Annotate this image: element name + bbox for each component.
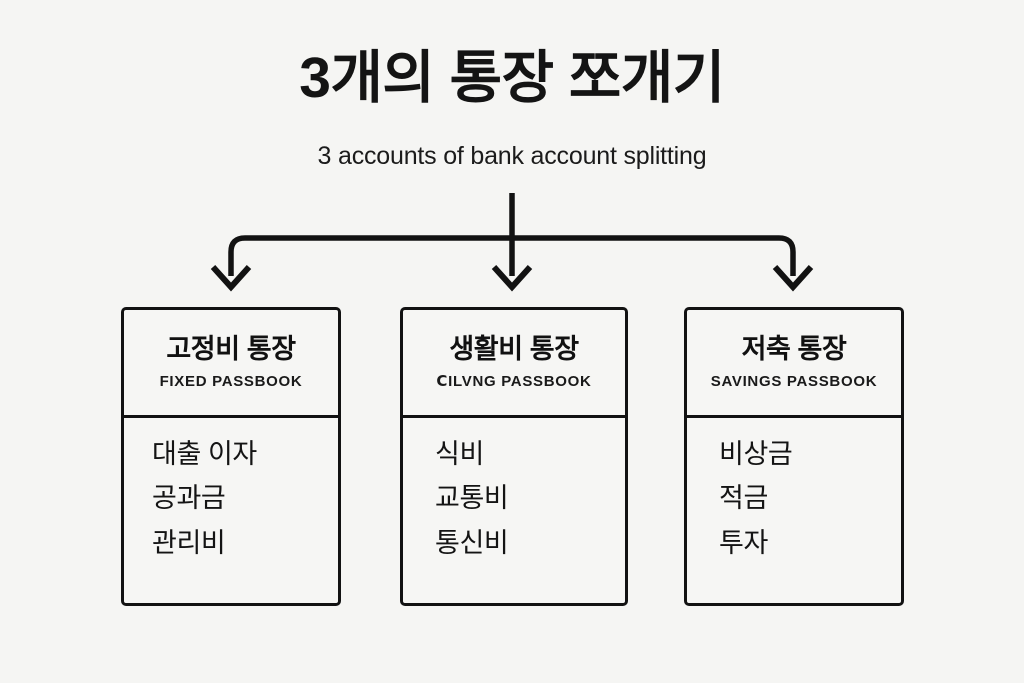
account-item-list: 식비 교통비 통신비 xyxy=(403,418,625,603)
account-title-ko: 고정비 통장 xyxy=(166,333,296,364)
account-box-header: 생활비 통장 ⅭILVNG PASSBOOK xyxy=(403,310,625,418)
list-item: 적금 xyxy=(719,483,768,514)
list-item: 대출 이자 xyxy=(152,439,257,469)
account-item-list: 비상금 적금 투자 xyxy=(687,418,901,603)
list-item: 식비 xyxy=(435,439,484,469)
account-box-savings: 저축 통장 SAVINGS PASSBOOK 비상금 적금 투자 xyxy=(684,307,904,606)
arrowhead-center-icon xyxy=(491,264,533,292)
account-title-ko: 생활비 통장 xyxy=(449,333,579,364)
account-box-header: 고정비 통장 FIXED PASSBOOK xyxy=(124,310,338,418)
list-item: 투자 xyxy=(719,527,768,558)
account-title-en: SAVINGS PASSBOOK xyxy=(710,372,878,390)
page-subtitle: 3 accounts of bank account splitting xyxy=(317,142,707,170)
account-box-header: 저축 통장 SAVINGS PASSBOOK xyxy=(687,310,901,418)
account-title-en: FIXED PASSBOOK xyxy=(159,372,303,390)
connector-bus-line xyxy=(228,235,796,276)
list-item: 관리비 xyxy=(152,527,226,558)
list-item: 통신비 xyxy=(435,527,509,558)
arrowhead-left-icon xyxy=(210,264,252,292)
list-item: 교통비 xyxy=(435,483,509,514)
arrowhead-right-icon xyxy=(772,264,814,292)
account-title-ko: 저축 통장 xyxy=(741,333,847,364)
account-box-living: 생활비 통장 ⅭILVNG PASSBOOK 식비 교통비 통신비 xyxy=(400,307,628,606)
account-box-fixed: 고정비 통장 FIXED PASSBOOK 대출 이자 공과금 관리비 xyxy=(121,307,341,606)
account-title-en: ⅭILVNG PASSBOOK xyxy=(436,372,592,390)
list-item: 공과금 xyxy=(152,483,226,514)
list-item: 비상금 xyxy=(719,439,793,469)
account-item-list: 대출 이자 공과금 관리비 xyxy=(124,418,338,603)
page-title: 3개의 통장 쪼개기 xyxy=(299,46,725,110)
